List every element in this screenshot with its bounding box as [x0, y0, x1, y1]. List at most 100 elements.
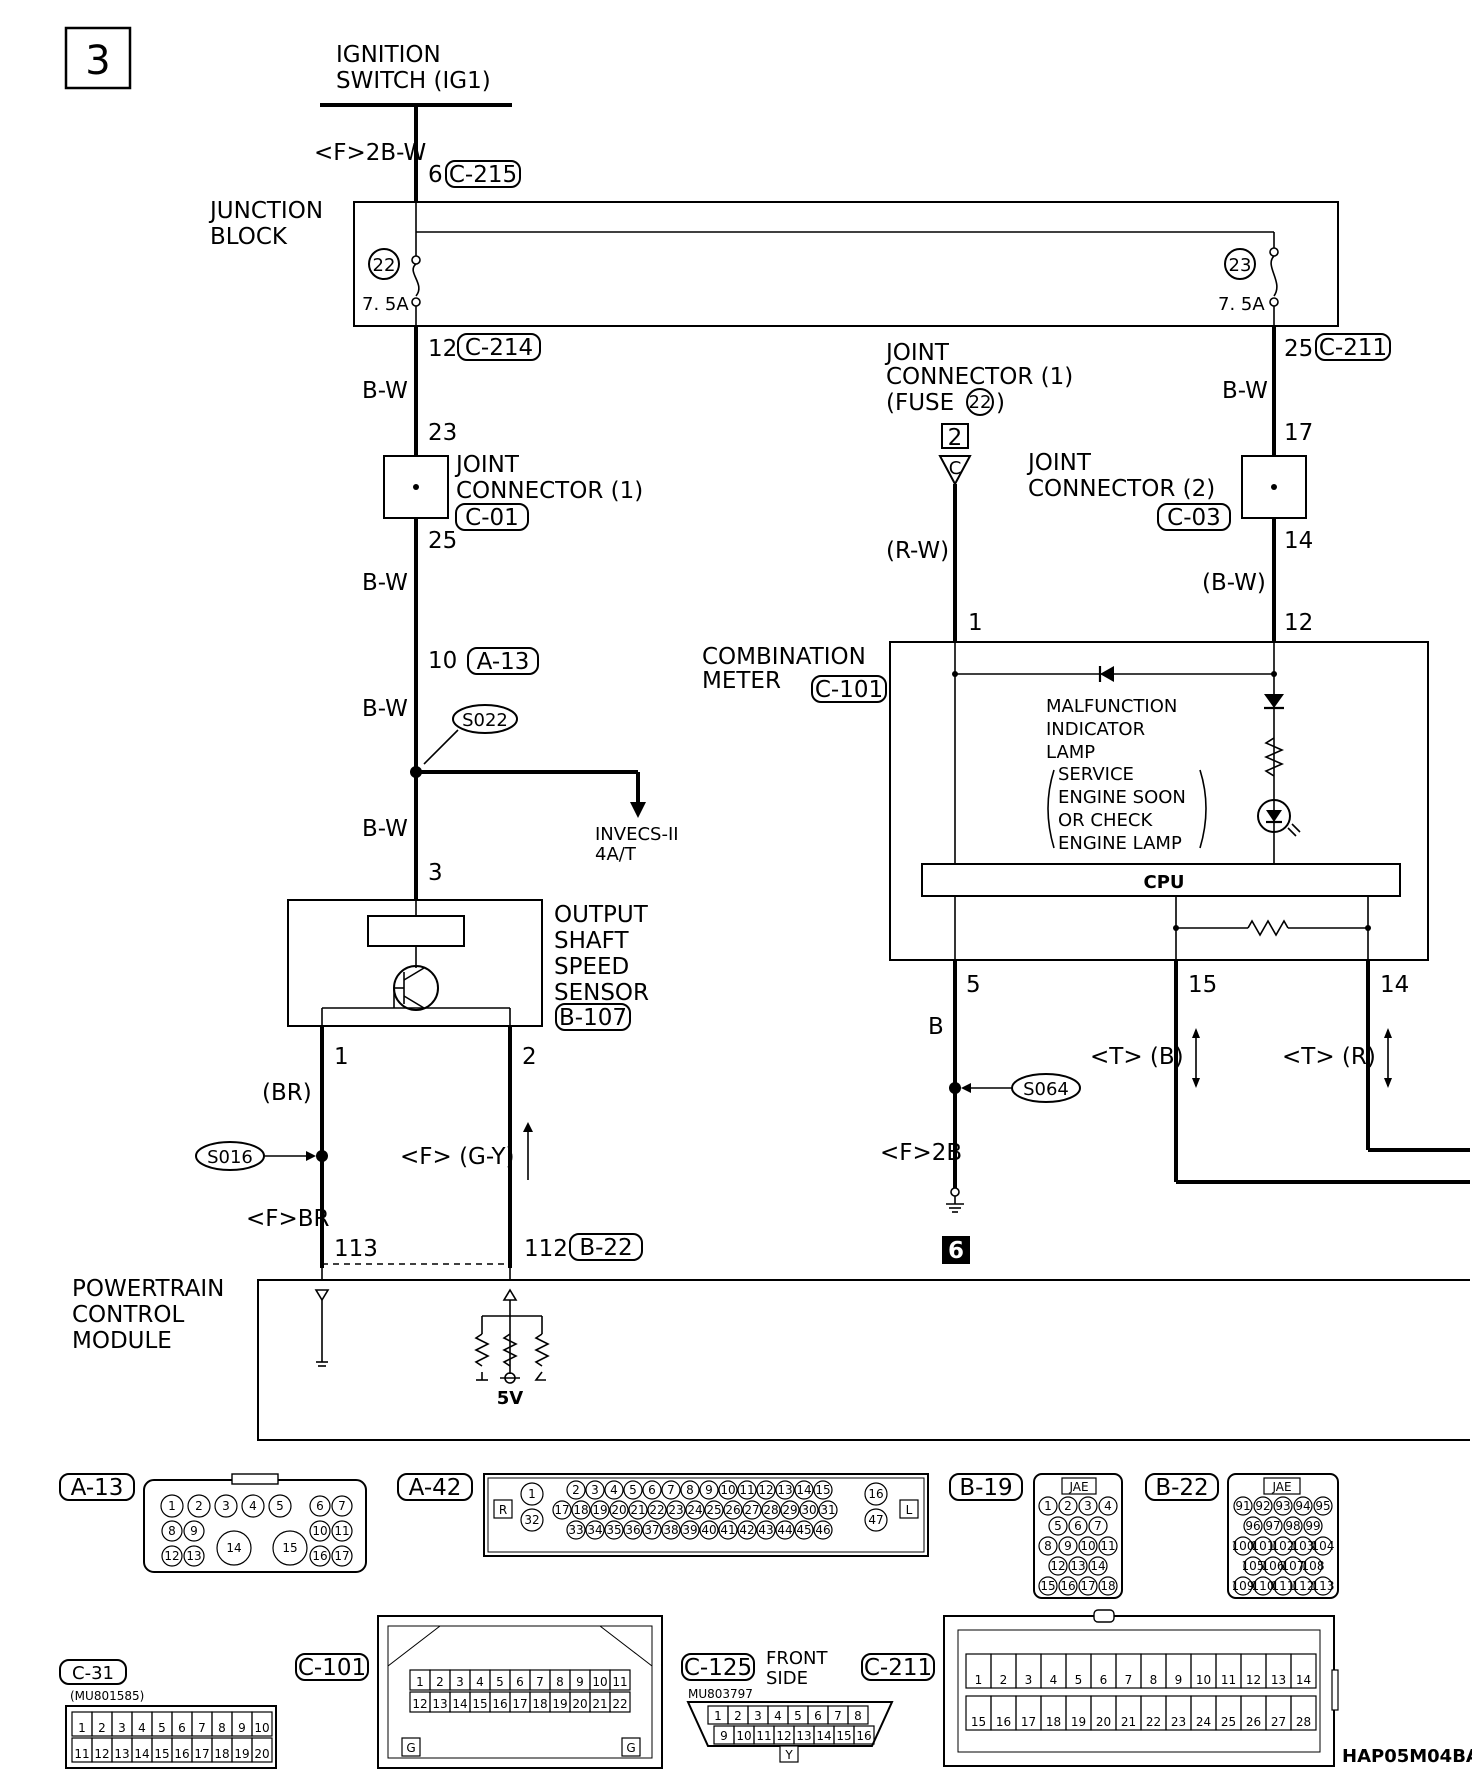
a42-pin-label: 47: [868, 1513, 883, 1527]
b19-pin-cell: [1098, 1576, 1118, 1596]
mil-label-3: LAMP: [1046, 742, 1095, 763]
c101-pin-cell: [609, 1669, 631, 1691]
c101-pin-label: 21: [592, 1697, 607, 1711]
a42-pin-label: 37: [644, 1523, 659, 1537]
page-number-box: 3: [64, 26, 132, 90]
c101-guide-left: G: [406, 1741, 415, 1755]
a42-pin-cell: [756, 1480, 776, 1500]
s022-label: S022: [462, 710, 508, 731]
c125-pin-label: 11: [756, 1729, 771, 1743]
a42-pin-cell: [780, 1500, 800, 1520]
a42-pin-cell: [642, 1480, 662, 1500]
c101-pin-label: 20: [572, 1697, 587, 1711]
a13-pin-label: 17: [334, 1549, 349, 1563]
left-wire-3-color: B-W: [362, 696, 408, 722]
cpu-block: [921, 863, 1401, 897]
cpu-label: CPU: [1143, 872, 1184, 893]
c211-pin-label: 2: [1000, 1673, 1008, 1687]
c125-pin-label: 7: [834, 1709, 842, 1723]
b19-pin-cell: [1098, 1536, 1118, 1556]
b19-pin-cell: [1088, 1556, 1108, 1576]
a13-pin: 10: [428, 648, 457, 674]
right-wire-2-color: (B-W): [1202, 570, 1266, 596]
c31-view-label: C-31: [72, 1663, 114, 1684]
a13-pin-cell: [268, 1494, 292, 1518]
c125-pin-label: 8: [854, 1709, 862, 1723]
a13-pin-cell: [183, 1520, 205, 1542]
drawing-code: HAP05M04BA: [1342, 1746, 1472, 1767]
pcm-pin-113: 113: [334, 1236, 378, 1262]
a42-pin-label: 32: [524, 1513, 539, 1527]
c31-pin-label: 9: [238, 1721, 246, 1735]
c211-pin-label: 8: [1150, 1673, 1158, 1687]
c101-pin-label: 2: [436, 1675, 444, 1689]
a42-pin-label: 44: [777, 1523, 792, 1537]
c31-pin-cell: [251, 1711, 273, 1737]
c101-wire-label: C-101: [815, 677, 883, 703]
junction-block-box: [353, 201, 1339, 327]
c214-box: [457, 333, 541, 361]
fuse-22-number: 22: [373, 255, 396, 276]
b19-pin-cell: [1068, 1516, 1088, 1536]
b22-pin-label: 93: [1275, 1499, 1290, 1513]
b22-pin-label: 95: [1315, 1499, 1330, 1513]
a13-pin-label: 7: [338, 1499, 346, 1513]
branch-arrow-icon: [630, 802, 646, 818]
a42-pin-label: 16: [868, 1487, 883, 1501]
b19-pin-label: 6: [1074, 1519, 1082, 1533]
c01-box: [455, 503, 529, 531]
sensor-label-1: OUTPUT: [554, 902, 649, 928]
c03-label: C-03: [1167, 505, 1221, 531]
b19-pin-label: 11: [1100, 1539, 1115, 1553]
c211-wire-box: [1315, 333, 1391, 361]
a13-pin-label: 16: [312, 1549, 327, 1563]
pcm-label-2: CONTROL: [72, 1302, 185, 1328]
c03-box: [1157, 503, 1231, 531]
b19-pin-cell: [1078, 1536, 1098, 1556]
c31-pin-label: 12: [94, 1747, 109, 1761]
a42-pin-cell: [813, 1480, 833, 1500]
b19-pin-cell: [1038, 1496, 1058, 1516]
jcf-connector-icon: [938, 455, 972, 487]
s064-label: S064: [1023, 1079, 1069, 1100]
c31-pin-label: 17: [194, 1747, 209, 1761]
a42-pin-label: 25: [706, 1503, 721, 1517]
b22-pin-cell: [1253, 1576, 1273, 1596]
fuse-22-icon: [412, 263, 420, 297]
right-out-pin: 25: [1284, 336, 1313, 362]
a42-pin-label: 36: [625, 1523, 640, 1537]
b22-pin-cell: [1243, 1556, 1263, 1576]
b22-pin-label: 98: [1285, 1519, 1300, 1533]
c211-view-tag: [861, 1653, 935, 1681]
a42-pin-label: 26: [725, 1503, 740, 1517]
c211-pin-label: 17: [1021, 1715, 1036, 1729]
a42-pin-label: 38: [663, 1523, 678, 1537]
c101-pin-label: 8: [556, 1675, 564, 1689]
b22-pin-cell: [1233, 1536, 1253, 1556]
a42-pin-label: 35: [606, 1523, 621, 1537]
a42-pin-cell: [775, 1480, 795, 1500]
b22-pin-label: 94: [1295, 1499, 1310, 1513]
c125-part-number: MU803797: [688, 1687, 753, 1701]
c101-pin-label: 5: [496, 1675, 504, 1689]
a42-pin-cell: [552, 1500, 572, 1520]
combination-meter-box: [889, 641, 1429, 961]
c211-pin-label: 27: [1271, 1715, 1286, 1729]
c215-box: [445, 160, 521, 188]
a42-pin-cell: [609, 1500, 629, 1520]
b19-pin-cell: [1038, 1576, 1058, 1596]
b19-pin-cell: [1098, 1496, 1118, 1516]
b19-pin-cell: [1048, 1516, 1068, 1536]
c101-pin-label: 19: [552, 1697, 567, 1711]
a42-pin-label: 27: [744, 1503, 759, 1517]
a13-pin-label: 2: [195, 1499, 203, 1513]
c211-pin-label: 7: [1125, 1673, 1133, 1687]
b19-pin-cell: [1078, 1496, 1098, 1516]
b22-view-tag: [1145, 1473, 1219, 1501]
a42-side-l: L: [906, 1503, 913, 1517]
a13-box: [467, 647, 539, 675]
meter-pin-5: 5: [966, 972, 981, 998]
c01-label: C-01: [465, 505, 519, 531]
c101-wire-box: [811, 675, 887, 703]
b22-pin-cell: [1253, 1496, 1273, 1516]
